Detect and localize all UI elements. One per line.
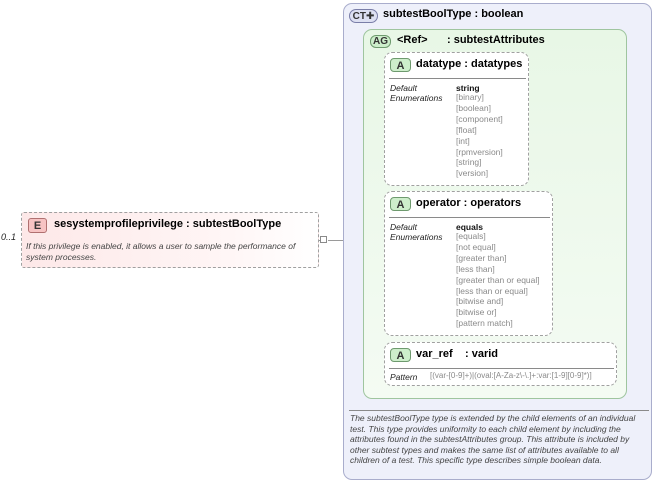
pattern-label: Pattern <box>390 372 418 382</box>
attribute-title: datatype : datatypes <box>416 58 523 70</box>
enumeration-list: [equals] [not equal] [greater than] [les… <box>456 231 540 329</box>
element-description: If this privilege is enabled, it allows … <box>26 241 296 262</box>
enumeration-item: [less than or equal] <box>456 285 528 296</box>
default-value: equals <box>456 222 483 232</box>
enumerations-label: Enumerations <box>390 93 443 103</box>
default-label: Default <box>390 83 417 93</box>
enumeration-item: [bitwise or] <box>456 307 497 318</box>
enumeration-item: [component] <box>456 113 503 124</box>
enumeration-item: [not equal] <box>456 241 496 252</box>
attribute-title-type: : varid <box>465 348 499 360</box>
enumeration-item: [float] <box>456 124 477 135</box>
complex-type-description: The subtestBoolType type is extended by … <box>350 413 636 465</box>
attribute-title: operator : operators <box>416 197 522 209</box>
occurrence-label: 0..1 <box>1 232 17 242</box>
attribute-group-title: : subtestAttributes <box>447 34 545 46</box>
default-value: string <box>456 83 480 93</box>
enumeration-item: [int] <box>456 135 470 146</box>
attribute-operator-box[interactable]: A operator : operators Default equals En… <box>384 191 553 336</box>
enumeration-item: [string] <box>456 157 482 168</box>
default-label: Default <box>390 222 417 232</box>
attribute-group-ref-label: <Ref> <box>397 34 428 46</box>
element-title: sesystemprofileprivilege : subtestBoolTy… <box>54 218 282 230</box>
connector-line <box>328 240 343 241</box>
attribute-datatype-box[interactable]: A datatype : datatypes Default string En… <box>384 52 529 186</box>
enumeration-item: [greater than or equal] <box>456 274 540 285</box>
attribute-badge-icon: A <box>390 58 411 72</box>
enumeration-item: [greater than] <box>456 252 507 263</box>
enumeration-item: [bitwise and] <box>456 296 504 307</box>
expand-toggle-icon[interactable] <box>320 236 327 243</box>
attribute-badge-icon: A <box>390 348 411 362</box>
pattern-value: [(var-[0-9]+)|(oval:[A-Za-z\-\.]+:var:[1… <box>430 371 592 380</box>
enumeration-item: [equals] <box>456 231 486 241</box>
enumeration-item: [binary] <box>456 92 484 102</box>
enumeration-item: [version] <box>456 168 489 179</box>
enumeration-item: [boolean] <box>456 102 491 113</box>
divider <box>389 78 526 79</box>
enumerations-label: Enumerations <box>390 232 443 242</box>
divider <box>389 217 550 218</box>
attribute-badge-icon: A <box>390 197 411 211</box>
enumeration-item: [less than] <box>456 263 495 274</box>
complex-type-title: subtestBoolType : boolean <box>383 8 524 20</box>
enumeration-item: [pattern match] <box>456 318 513 329</box>
complex-type-badge-icon: CT✚ <box>349 9 378 23</box>
divider <box>349 410 649 411</box>
element-badge-icon: E <box>28 218 47 233</box>
attribute-group-badge-icon: AG <box>370 35 391 48</box>
enumeration-item: [rpmversion] <box>456 146 503 157</box>
attribute-var-ref-box[interactable]: A var_ref : varid Pattern [(var-[0-9]+)|… <box>384 342 617 386</box>
attribute-title-name: var_ref <box>416 348 453 360</box>
divider <box>389 368 614 369</box>
enumeration-list: [binary] [boolean] [component] [float] [… <box>456 92 503 179</box>
element-box[interactable]: E sesystemprofileprivilege : subtestBool… <box>21 212 319 268</box>
